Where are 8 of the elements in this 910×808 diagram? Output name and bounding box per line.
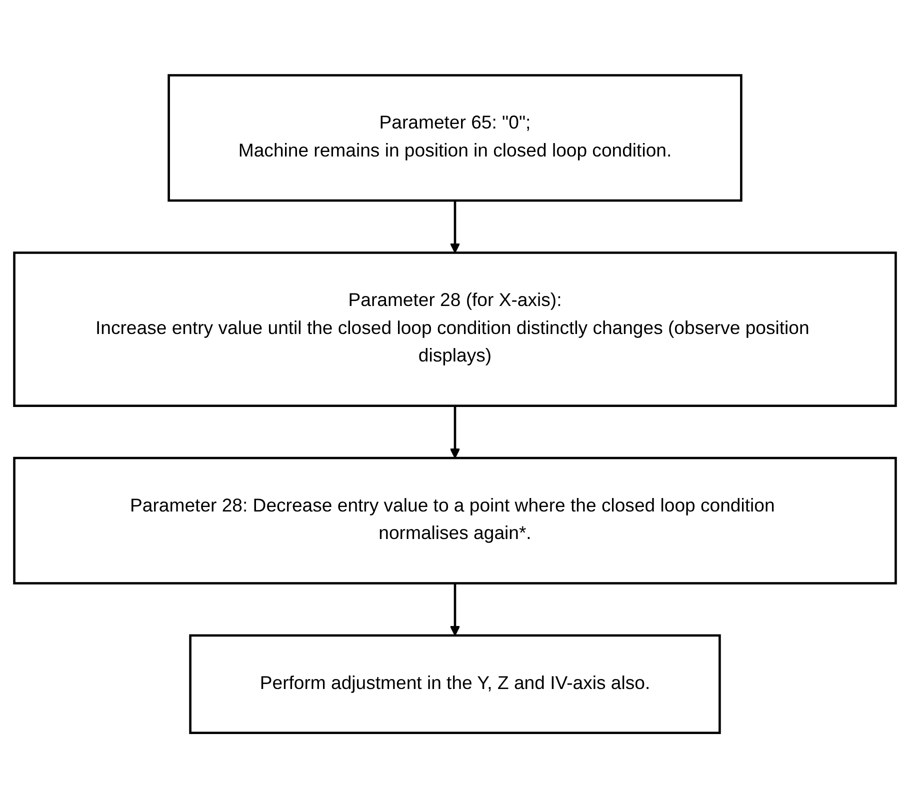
node-box: [13, 456, 897, 584]
arrow: [450, 200, 460, 254]
arrow: [450, 583, 460, 636]
node-box: [13, 252, 897, 407]
arrow: [450, 406, 460, 458]
flowchart: Parameter 65: "0"; Machine remains in position in closed loop condition. Parameter 28 (for X-axis): Increase entry value until the closed loop condition distinctly changes (observe position displays) Parameter 28: Decrease entry value to a point where the closed loop condition normalises again*. Perform adjustment in the Y, Z and IV-axis also.: [5, 66, 905, 742]
node-box: [168, 74, 742, 202]
node-box: [189, 634, 721, 734]
